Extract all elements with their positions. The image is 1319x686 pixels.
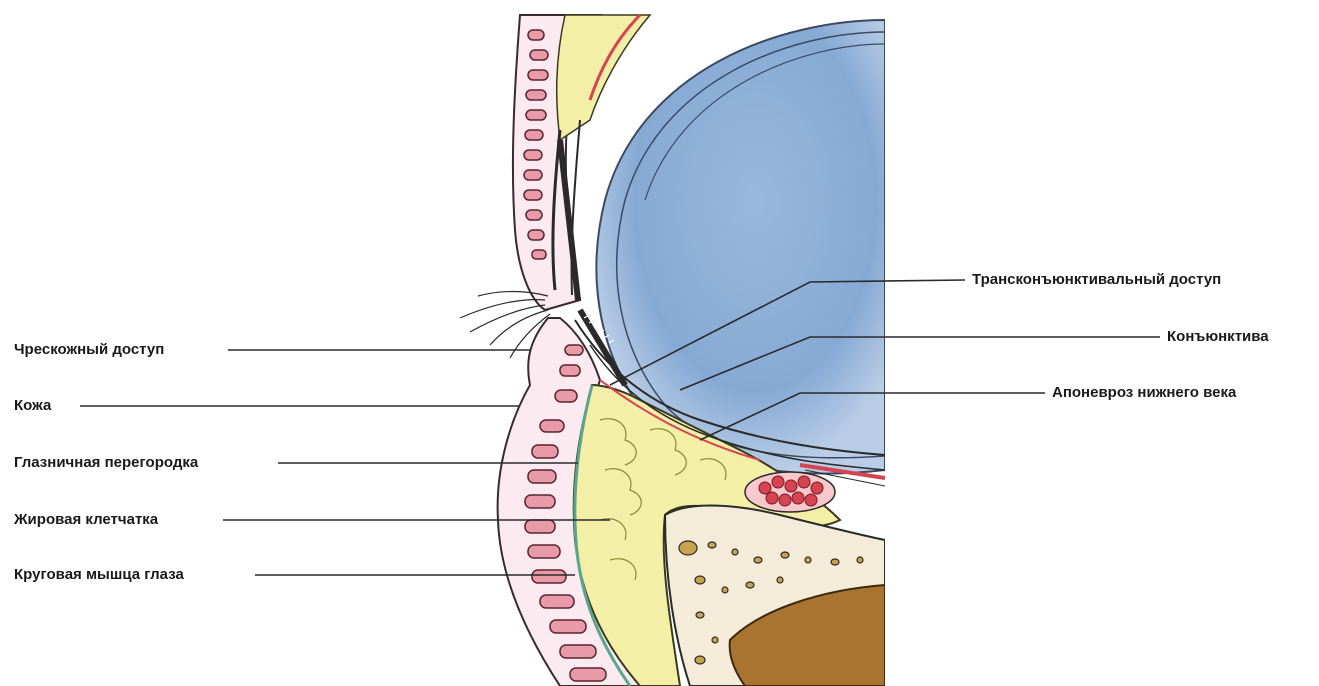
label-percutaneous-approach: Чрескожный доступ [14, 341, 164, 359]
upper-fat [557, 15, 650, 140]
label-orbicularis-muscle: Круговая мышца глаза [14, 566, 184, 584]
label-orbital-septum: Глазничная перегородка [14, 454, 198, 472]
label-fat-tissue: Жировая клетчатка [14, 511, 158, 529]
label-skin: Кожа [14, 397, 51, 415]
label-transconjunctival-approach: Трансконъюнктивальный доступ [972, 271, 1221, 289]
label-lower-lid-aponeurosis: Апоневроз нижнего века [1052, 384, 1236, 402]
label-conjunctiva: Конъюнктива [1167, 328, 1269, 346]
